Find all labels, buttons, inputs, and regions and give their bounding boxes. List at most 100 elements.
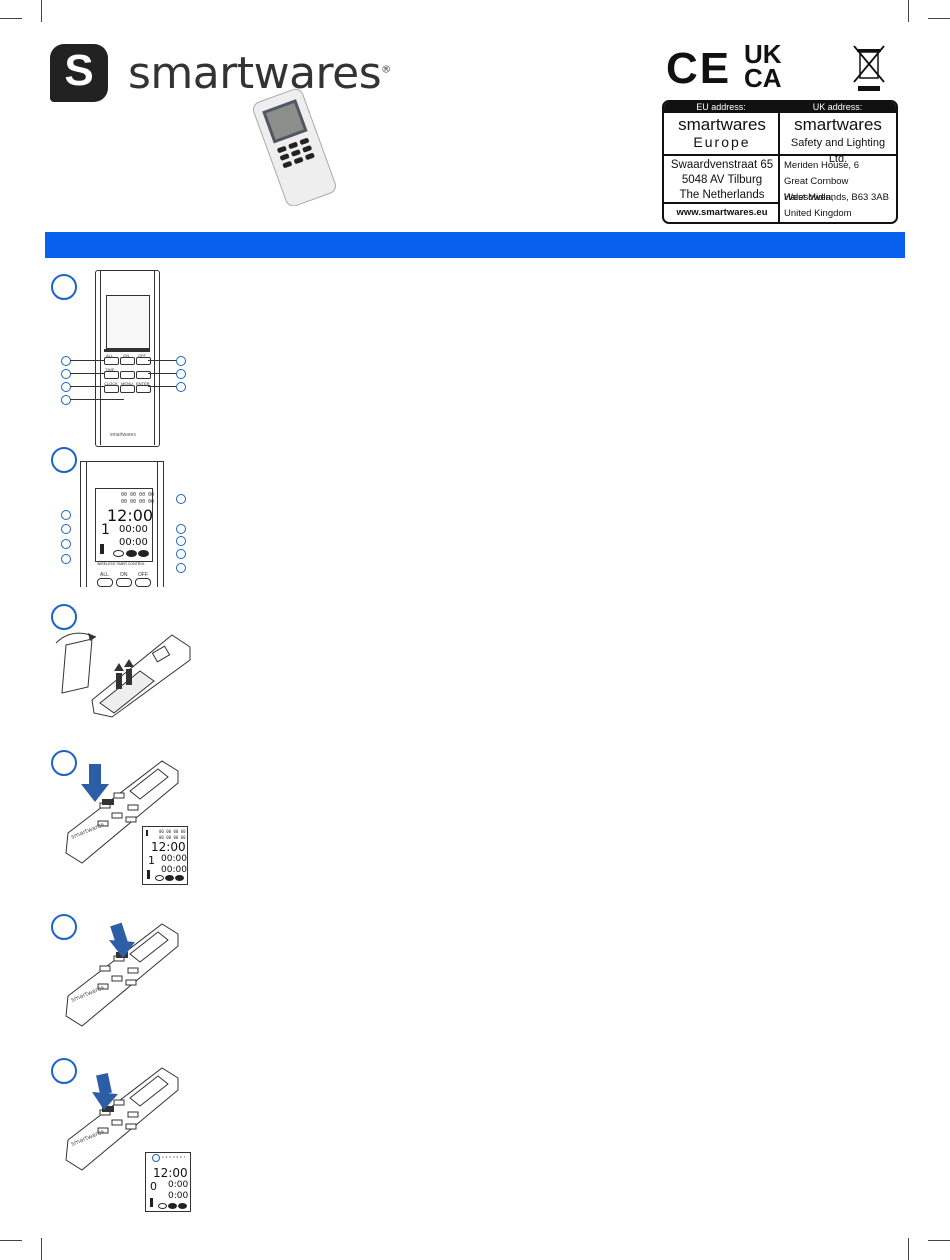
signal-icon <box>146 830 148 836</box>
step-marker <box>51 1058 77 1084</box>
segment-row: 00 00 00 00 <box>159 829 186 834</box>
off-button[interactable] <box>135 578 151 587</box>
crop-mark <box>41 0 42 22</box>
wireless-label: WIRELESS TIMER CONTROL <box>97 562 145 566</box>
callout-marker <box>61 382 71 392</box>
all-label: ALL <box>106 353 114 358</box>
on-button[interactable] <box>116 578 132 587</box>
brand-logo-letter: S <box>64 46 94 95</box>
callout-line <box>70 399 124 400</box>
off-button[interactable] <box>136 357 151 365</box>
brand-reg: ® <box>381 64 391 76</box>
mode-indicator <box>138 550 149 557</box>
crop-mark <box>0 18 22 19</box>
callout-marker <box>176 356 186 366</box>
channel-display: 1 <box>148 854 155 867</box>
clock-label: CLOCK <box>104 381 118 386</box>
on-label: ON <box>120 572 128 578</box>
mode-indicator <box>155 875 164 881</box>
battery-icon <box>150 1198 153 1207</box>
clock-display: 12:00 <box>151 840 186 854</box>
down-button[interactable] <box>120 371 135 379</box>
callout-marker <box>61 395 71 405</box>
remote-angled-illustration: smartwares <box>65 923 179 1027</box>
callout-marker <box>176 563 186 573</box>
step-marker <box>51 750 77 776</box>
section-header-bar <box>45 232 905 258</box>
remote-brand: smartwares <box>110 432 136 438</box>
callout-line <box>148 386 176 387</box>
eu-address-line: The Netherlands <box>679 189 765 201</box>
channel-display: 0 <box>150 1180 157 1193</box>
off-label: OFF <box>138 353 146 358</box>
segment-row: 00 00 00 00 <box>121 492 155 498</box>
callout-line <box>70 373 104 374</box>
eu-address-line: Swaardvenstraat 65 <box>670 159 774 171</box>
weee-bin-icon <box>853 45 885 91</box>
remote-separator <box>104 349 150 352</box>
enter-button[interactable] <box>136 385 151 393</box>
callout-marker <box>61 369 71 379</box>
website-link[interactable]: www.smartwares.eu <box>676 207 768 218</box>
up-button[interactable] <box>136 371 151 379</box>
ce-mark: CE <box>666 44 732 93</box>
crop-mark <box>928 1240 950 1241</box>
address-box: EU address: UK address: smartwares Europ… <box>662 100 898 224</box>
callout-marker <box>61 524 71 534</box>
crop-mark <box>908 0 909 22</box>
product-photo <box>252 88 336 206</box>
time-label: TIME <box>105 367 115 372</box>
mode-indicator <box>126 550 137 557</box>
step-marker <box>51 604 77 630</box>
callout-marker <box>152 1154 160 1162</box>
mode-indicator <box>175 875 184 881</box>
press-arrow-icon <box>89 764 101 786</box>
off-time-display: 00:00 <box>161 865 187 875</box>
all-button[interactable] <box>104 357 119 365</box>
brand-name: smartwares <box>128 48 382 99</box>
menu-button[interactable] <box>120 385 135 393</box>
display-inset: 1 2 3 4 5 6 7 12:00 0 0:00 0:00 <box>145 1152 191 1212</box>
all-button[interactable] <box>97 578 113 587</box>
all-label: ALL <box>100 572 109 578</box>
brand-wordmark: smartwares® <box>128 48 391 99</box>
mode-indicator <box>168 1203 177 1209</box>
mode-indicator <box>178 1203 187 1209</box>
menu-label: MENU <box>121 381 133 386</box>
address-divider <box>664 154 896 156</box>
display-screen <box>95 488 153 562</box>
segment-row: 00 00 00 00 <box>159 835 186 840</box>
remote-inner-frame <box>86 462 158 587</box>
callout-marker <box>61 356 71 366</box>
day-indicators: 1 2 3 4 5 6 7 <box>162 1155 186 1159</box>
callout-marker <box>176 494 186 504</box>
enter-label: ENTER <box>136 381 150 386</box>
press-arrow-head-icon <box>92 1092 118 1110</box>
press-arrow-head-icon <box>81 784 109 802</box>
crop-mark <box>928 18 950 19</box>
on-time-display: 00:00 <box>119 524 148 535</box>
callout-marker <box>61 510 71 520</box>
clock-display: 12:00 <box>107 506 154 525</box>
off-time-display: 0:00 <box>168 1191 189 1201</box>
uk-address-line: West Midlands, B63 3AB <box>784 192 889 203</box>
brand-logo-badge: S <box>50 44 108 102</box>
mode-indicator <box>113 550 124 557</box>
eu-brand: smartwares <box>678 115 766 134</box>
address-divider <box>778 102 780 222</box>
callout-marker <box>176 382 186 392</box>
clock-button[interactable] <box>104 385 119 393</box>
display-inset: 00 00 00 00 00 00 00 00 12:00 1 00:00 00… <box>142 826 188 885</box>
address-divider <box>664 202 779 204</box>
callout-line <box>70 386 104 387</box>
uk-address-line: Great Cornbow Halesowen, <box>784 176 849 203</box>
on-button[interactable] <box>120 357 135 365</box>
eu-address-header: EU address: <box>664 102 778 113</box>
uk-address-line: Meriden House, 6 <box>784 160 859 171</box>
uk-sub: Safety and Lighting Ltd. <box>790 137 886 165</box>
eu-address-line: 5048 AV Tilburg <box>681 174 763 186</box>
remote-display-detail: 00 00 00 00 00 00 00 00 12:00 1 00:00 00… <box>80 461 164 587</box>
battery-install-illustration <box>55 632 191 718</box>
time-button[interactable] <box>104 371 119 379</box>
uk-brand: smartwares <box>794 115 882 134</box>
